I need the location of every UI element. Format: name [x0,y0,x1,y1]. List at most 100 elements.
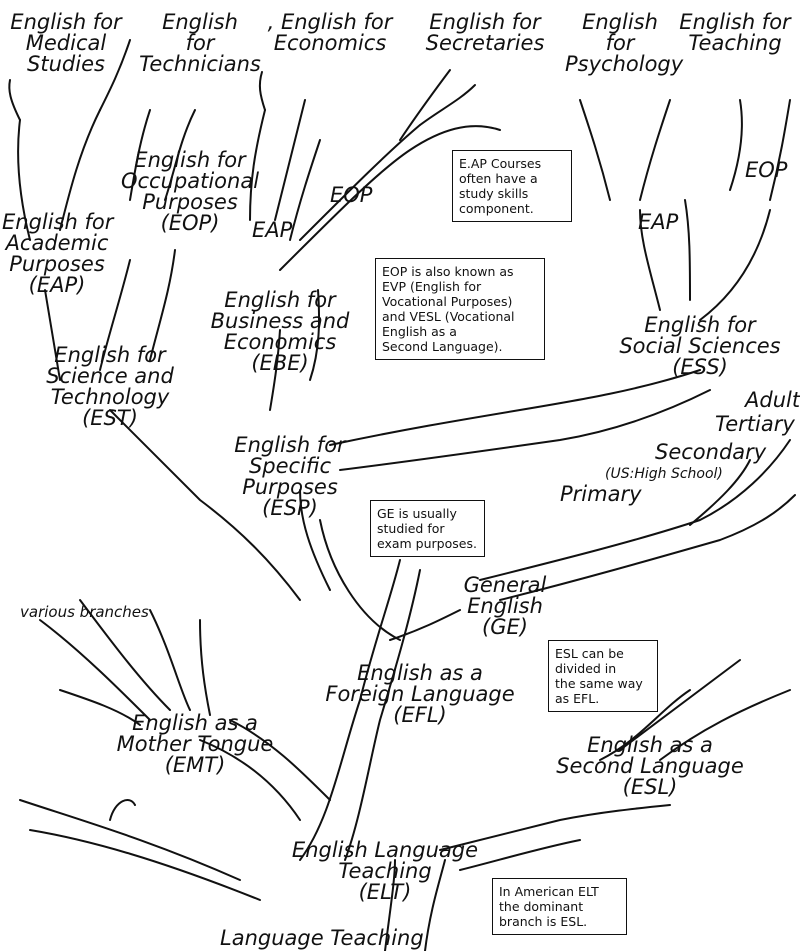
note-line: exam purposes. [377,536,478,551]
note-line: English as a [382,324,538,339]
label-text: (GE) [450,617,560,638]
label-economics: , English for Economics [255,12,405,54]
label-text: , English for [255,12,405,33]
label-text: English as a [535,735,765,756]
label-text: English [565,12,675,33]
label-text: (ESL) [535,777,765,798]
label-occupational: English for Occupational Purposes (EOP) [115,150,265,234]
top-twig [640,100,670,200]
label-text: Second Language [535,756,765,777]
top-twig [420,85,475,125]
note-american: In American ELT the dominant branch is E… [492,878,627,935]
label-business: English for Business and Economics (EBE) [195,290,365,374]
label-text: English for [25,345,195,366]
note-line: In American ELT [499,884,620,899]
label-text: Psychology [565,54,675,75]
note-line: often have a [459,171,565,186]
note-eop-known: EOP is also known as EVP (English for Vo… [375,258,545,360]
label-text: Purposes [225,477,355,498]
note-line: component. [459,201,565,216]
ess-branch [685,200,690,300]
label-text: Medical [6,33,126,54]
label-secretaries: English for Secretaries [410,12,560,54]
label-text: English for [6,12,126,33]
note-esl-divided: ESL can be divided in the same way as EF… [548,640,658,712]
label-elt: English Language Teaching (ELT) [270,840,500,903]
top-twig [9,80,20,120]
label-eop-right: EOP [745,160,787,181]
cut-branch [110,800,135,820]
label-text: (ESP) [225,498,355,519]
label-academic: English for Academic Purposes (EAP) [2,212,112,296]
label-text: Occupational [115,171,265,192]
label-teaching: English for Teaching [675,12,795,54]
label-text: Specific [225,456,355,477]
note-line: the dominant [499,899,620,914]
label-text: (EST) [25,408,195,429]
label-text: English Language [270,840,500,861]
label-text: Studies [6,54,126,75]
note-line: studied for [377,521,478,536]
label-text: (ELT) [270,882,500,903]
label-social: English for Social Sciences (ESS) [600,315,800,378]
note-line: as EFL. [555,691,651,706]
note-line: EVP (English for [382,279,538,294]
label-medical-studies: English for Medical Studies [6,12,126,75]
ess-branch [700,210,770,320]
label-text: Academic [2,233,112,254]
label-eap-right: EAP [638,212,678,233]
top-twig [400,70,450,140]
label-text: Foreign Language [310,684,530,705]
top-twig [770,100,790,200]
note-ge: GE is usually studied for exam purposes. [370,500,485,557]
label-text: Teaching [270,861,500,882]
label-text: Secretaries [410,33,560,54]
label-text: English [130,12,270,33]
label-text: English for [410,12,560,33]
cut-branch [20,800,240,880]
label-text: (EFL) [310,705,530,726]
label-text: English for [600,315,800,336]
label-text: (EOP) [115,213,265,234]
label-text: Science and [25,366,195,387]
top-twig [580,100,610,200]
label-text: Purposes [115,192,265,213]
label-general-english: General English (GE) [450,575,560,638]
label-text: Technicians [130,54,270,75]
top-twig [260,72,265,110]
esp-branch [330,370,700,445]
label-us-high-school: (US:High School) [605,466,723,482]
label-text: English for [225,435,355,456]
label-text: English as a [105,713,285,734]
label-text: English as a [310,663,530,684]
note-line: and VESL (Vocational [382,309,538,324]
note-line: Second Language). [382,339,538,354]
note-line: divided in [555,661,651,676]
note-eap-courses: E.AP Courses often have a study skills c… [452,150,572,222]
emt-twig [200,620,210,715]
label-technicians: English for Technicians [130,12,270,75]
label-psychology: English for Psychology [565,12,675,75]
note-line: GE is usually [377,506,478,521]
label-text: for [565,33,675,54]
label-efl: English as a Foreign Language (EFL) [310,663,530,726]
note-line: the same way [555,676,651,691]
label-text: Business and [195,311,365,332]
label-text: Social Sciences [600,336,800,357]
note-line: branch is ESL. [499,914,620,929]
label-secondary: Secondary [655,442,766,463]
label-text: English for [2,212,112,233]
label-adult: Adult [745,390,800,411]
top-twig [730,100,742,190]
label-text: Technology [25,387,195,408]
note-line: study skills [459,186,565,201]
label-text: Economics [255,33,405,54]
label-text: (EMT) [105,755,285,776]
label-text: General [450,575,560,596]
label-text: English for [195,290,365,311]
label-text: Mother Tongue [105,734,285,755]
note-line: ESL can be [555,646,651,661]
note-line: Vocational Purposes) [382,294,538,309]
cut-branch [30,830,260,900]
label-specific: English for Specific Purposes (ESP) [225,435,355,519]
